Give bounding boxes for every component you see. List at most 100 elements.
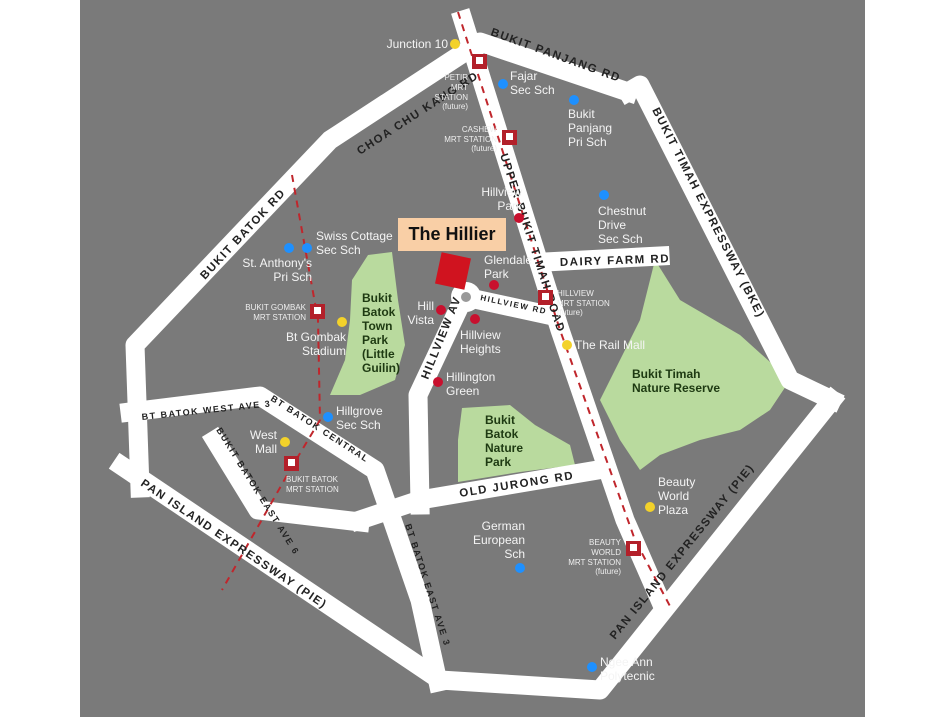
svg-text:Nature: Nature <box>485 441 523 455</box>
svg-text:(future): (future) <box>595 567 621 576</box>
school-marker <box>515 563 525 573</box>
svg-text:Hill: Hill <box>417 299 434 313</box>
svg-text:Pri Sch: Pri Sch <box>273 270 312 284</box>
condo-marker <box>489 280 499 290</box>
mall-marker <box>562 340 572 350</box>
svg-text:Sec Sch: Sec Sch <box>316 243 361 257</box>
svg-text:German: German <box>482 519 525 533</box>
svg-text:Sec Sch: Sec Sch <box>598 232 643 246</box>
condo-marker <box>514 213 524 223</box>
school-marker <box>302 243 312 253</box>
svg-text:Hillview: Hillview <box>460 328 501 342</box>
mall-marker <box>645 502 655 512</box>
school-marker <box>498 79 508 89</box>
mrt-train-icon <box>538 290 553 305</box>
park-bukit-batok-nature <box>458 405 575 482</box>
road-label: DAIRY FARM RD <box>560 253 671 269</box>
svg-text:St. Anthony's: St. Anthony's <box>242 256 312 270</box>
svg-text:Town: Town <box>362 319 392 333</box>
svg-text:Guilin): Guilin) <box>362 361 400 375</box>
svg-text:Chestnut: Chestnut <box>598 204 647 218</box>
svg-text:(future): (future) <box>471 144 497 153</box>
svg-text:Nature Reserve: Nature Reserve <box>632 381 720 395</box>
mrt-train-icon <box>284 456 299 471</box>
svg-text:BUKIT BATOK: BUKIT BATOK <box>286 475 339 484</box>
svg-text:Bukit: Bukit <box>485 413 515 427</box>
svg-text:(future): (future) <box>557 308 583 317</box>
svg-text:(Little: (Little <box>362 347 395 361</box>
condo-marker <box>433 377 443 387</box>
svg-text:Vista: Vista <box>408 313 435 327</box>
stadium-marker <box>337 317 347 327</box>
svg-text:HILLVIEW: HILLVIEW <box>557 289 594 298</box>
svg-text:Bukit: Bukit <box>568 107 595 121</box>
svg-text:Heights: Heights <box>460 342 501 356</box>
school-marker <box>284 243 294 253</box>
svg-text:Hillgrove: Hillgrove <box>336 404 383 418</box>
svg-text:Swiss Cottage: Swiss Cottage <box>316 229 393 243</box>
svg-text:MRT STATION: MRT STATION <box>568 558 621 567</box>
mrt-icons <box>284 54 641 556</box>
mrt-train-icon <box>310 304 325 319</box>
svg-text:MRT STATION: MRT STATION <box>253 313 306 322</box>
svg-text:Park: Park <box>485 455 511 469</box>
svg-text:World: World <box>658 489 689 503</box>
svg-text:Green: Green <box>446 384 479 398</box>
svg-text:WORLD: WORLD <box>591 548 621 557</box>
svg-text:MRT STATION: MRT STATION <box>444 135 497 144</box>
condo-marker <box>470 314 480 324</box>
school-marker <box>587 662 597 672</box>
svg-text:Panjang: Panjang <box>568 121 612 135</box>
svg-text:MRT STATION: MRT STATION <box>286 485 339 494</box>
markers <box>280 39 655 672</box>
svg-text:Batok: Batok <box>485 427 519 441</box>
svg-text:Ngee Ann: Ngee Ann <box>600 655 653 669</box>
svg-text:West: West <box>250 428 278 442</box>
svg-text:(future): (future) <box>442 102 468 111</box>
svg-text:Sch: Sch <box>504 547 525 561</box>
svg-text:Sec Sch: Sec Sch <box>336 418 381 432</box>
svg-text:BEAUTY: BEAUTY <box>589 538 622 547</box>
roads <box>108 8 846 700</box>
svg-text:Park: Park <box>484 267 510 281</box>
svg-text:Bukit Timah: Bukit Timah <box>632 367 700 381</box>
svg-text:Glendale: Glendale <box>484 253 532 267</box>
svg-text:European: European <box>473 533 525 547</box>
svg-text:Hillington: Hillington <box>446 370 495 384</box>
svg-text:BUKIT GOMBAK: BUKIT GOMBAK <box>245 303 306 312</box>
svg-text:MRT: MRT <box>451 83 468 92</box>
park-bukit-timah-reserve <box>600 260 790 470</box>
svg-text:Beauty: Beauty <box>658 475 695 489</box>
rail-line-north-south <box>221 174 322 591</box>
svg-text:Sec Sch: Sec Sch <box>510 83 555 97</box>
svg-text:Drive: Drive <box>598 218 626 232</box>
svg-text:The Rail Mall: The Rail Mall <box>575 338 645 352</box>
svg-text:Bukit: Bukit <box>362 291 392 305</box>
rail-line-downtown <box>457 11 673 611</box>
svg-text:Bt Gombak: Bt Gombak <box>286 330 347 344</box>
svg-text:STATION: STATION <box>435 93 469 102</box>
svg-text:CASHEW: CASHEW <box>462 125 498 134</box>
mrt-train-icon <box>472 54 487 69</box>
svg-text:Stadium: Stadium <box>302 344 346 358</box>
svg-text:Junction 10: Junction 10 <box>387 37 449 51</box>
project-label: The Hillier <box>398 218 506 251</box>
park-bukit-batok-town <box>330 252 405 395</box>
the-hillier-site <box>435 252 471 290</box>
svg-text:Park: Park <box>497 199 523 213</box>
svg-text:Mall: Mall <box>255 442 277 456</box>
mrt-train-icon <box>626 541 641 556</box>
svg-text:Batok: Batok <box>362 305 396 319</box>
svg-text:Polytecnic: Polytecnic <box>600 669 655 683</box>
svg-text:MRT STATION: MRT STATION <box>557 299 610 308</box>
mall-marker <box>280 437 290 447</box>
school-marker <box>323 412 333 422</box>
svg-text:Park: Park <box>362 333 388 347</box>
school-marker <box>599 190 609 200</box>
condo-marker <box>436 305 446 315</box>
svg-text:PETIR: PETIR <box>444 73 468 82</box>
svg-text:Plaza: Plaza <box>658 503 688 517</box>
school-marker <box>569 95 579 105</box>
